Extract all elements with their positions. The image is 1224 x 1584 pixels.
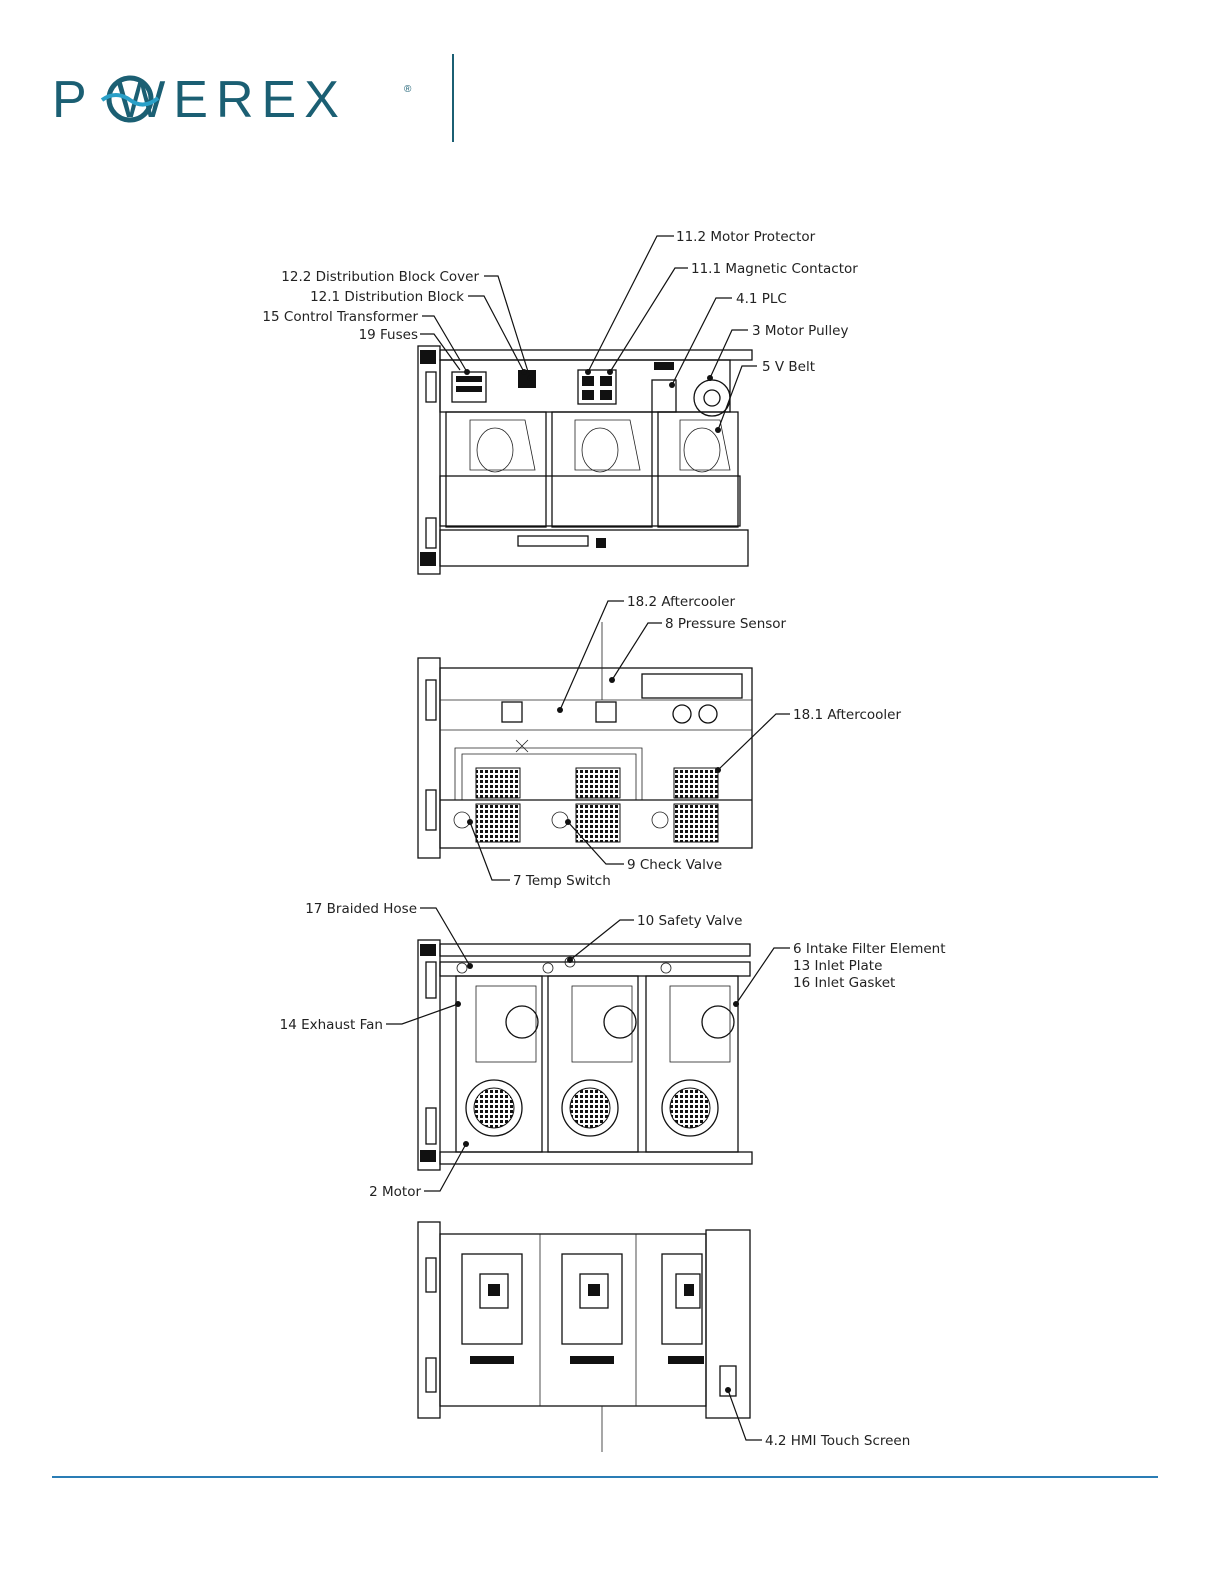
label-inlet-plate: 13 Inlet Plate	[793, 958, 882, 974]
label-aftercooler-18-2: 18.2 Aftercooler	[627, 594, 735, 610]
label-distribution-block-cover: 12.2 Distribution Block Cover	[281, 269, 479, 285]
powerex-logo-mark: P WEREX ®	[52, 71, 412, 129]
logo-wordmark: P WEREX	[52, 71, 347, 128]
front-view: 17 Braided Hose 10 Safety Valve 6 Intake…	[280, 901, 946, 1200]
rear-view: 18.2 Aftercooler 8 Pressure Sensor 18.1 …	[417, 594, 901, 889]
label-motor-protector: 11.2 Motor Protector	[676, 229, 816, 245]
top-view: 11.2 Motor Protector 11.1 Magnetic Conta…	[262, 229, 858, 575]
label-safety-valve: 10 Safety Valve	[637, 913, 742, 929]
label-distribution-block: 12.1 Distribution Block	[310, 289, 464, 305]
label-control-transformer: 15 Control Transformer	[262, 309, 418, 325]
label-temp-switch: 7 Temp Switch	[513, 873, 611, 889]
label-pressure-sensor: 8 Pressure Sensor	[665, 616, 787, 632]
label-magnetic-contactor: 11.1 Magnetic Contactor	[691, 261, 858, 277]
side-view: 4.2 HMI Touch Screen	[417, 1221, 910, 1452]
label-inlet-gasket: 16 Inlet Gasket	[793, 975, 895, 991]
label-hmi-touch-screen: 4.2 HMI Touch Screen	[765, 1433, 910, 1449]
label-intake-filter-element: 6 Intake Filter Element	[793, 941, 946, 957]
registered-mark: ®	[404, 84, 412, 95]
label-exhaust-fan: 14 Exhaust Fan	[280, 1017, 383, 1033]
label-aftercooler-18-1: 18.1 Aftercooler	[793, 707, 901, 723]
label-motor: 2 Motor	[369, 1184, 421, 1200]
powerex-logo: P WEREX ®	[52, 70, 412, 129]
label-fuses: 19 Fuses	[359, 327, 418, 343]
logo-wave-icon	[100, 75, 160, 123]
label-v-belt: 5 V Belt	[762, 359, 815, 375]
label-braided-hose: 17 Braided Hose	[305, 901, 417, 917]
label-motor-pulley: 3 Motor Pulley	[752, 323, 848, 339]
header-divider	[452, 54, 454, 142]
footer-divider	[52, 1476, 1158, 1478]
label-check-valve: 9 Check Valve	[627, 857, 722, 873]
label-plc: 4.1 PLC	[736, 291, 787, 307]
